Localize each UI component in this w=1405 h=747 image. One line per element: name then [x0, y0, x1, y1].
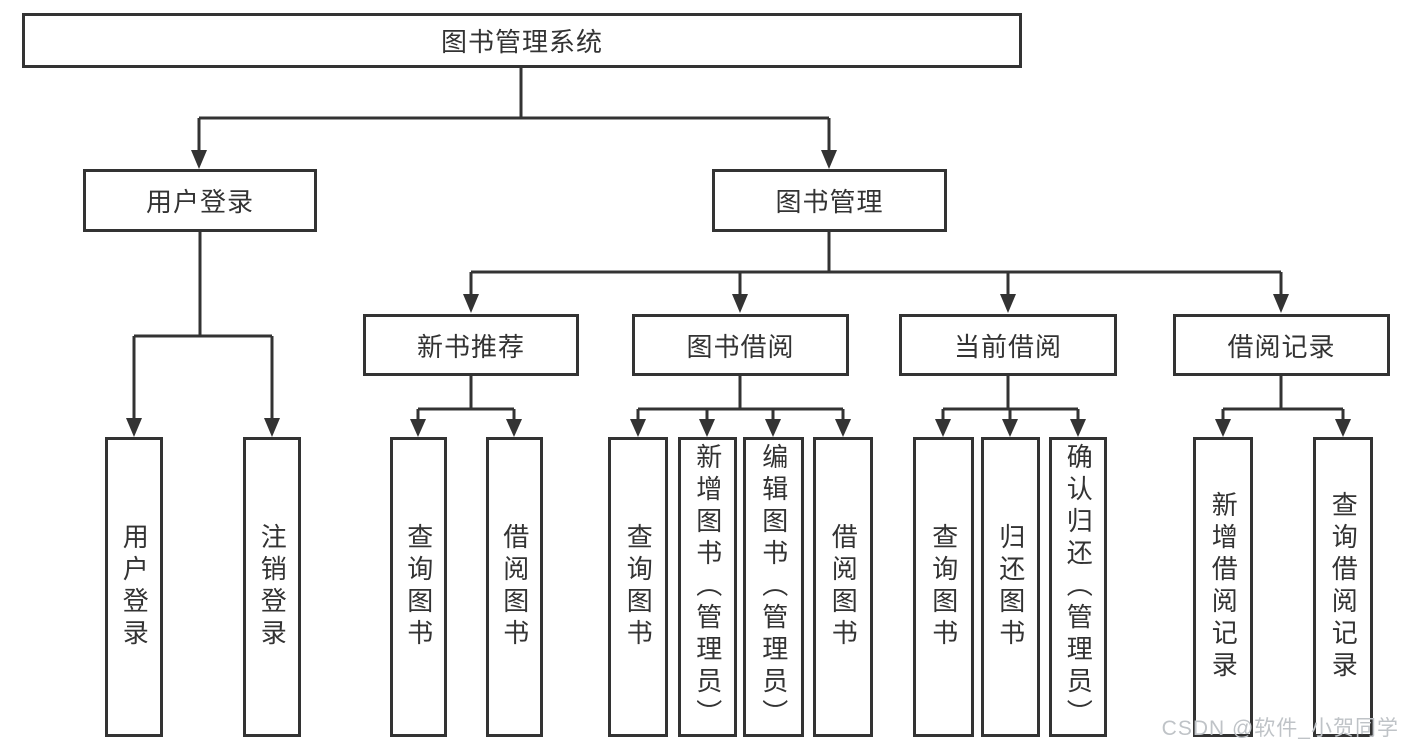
- node-new-book-rec: 新书推荐: [363, 314, 579, 376]
- connector-current-borrow-branch: [935, 376, 1086, 437]
- node-bb-borrow-books: 借阅图书: [813, 437, 873, 737]
- node-br-query-record: 查询借阅记录: [1313, 437, 1373, 737]
- connector-book-borrow-branch: [630, 376, 851, 437]
- node-user-login: 用户登录: [83, 169, 317, 232]
- node-book-mgmt: 图书管理: [712, 169, 947, 232]
- node-cb-confirm-return-admin: 确认归还（管理员）: [1049, 437, 1107, 737]
- csdn-watermark: CSDN @软件_小贺同学: [1161, 717, 1399, 740]
- node-nbr-borrow-books: 借阅图书: [486, 437, 543, 737]
- node-nbr-query-books: 查询图书: [390, 437, 447, 737]
- node-br-add-record: 新增借阅记录: [1193, 437, 1253, 737]
- node-bb-query-books: 查询图书: [608, 437, 668, 737]
- connector-user-login-branch: [126, 232, 280, 437]
- node-leaf-user-login: 用户登录: [105, 437, 163, 737]
- node-bb-edit-books-admin: 编辑图书（管理员）: [743, 437, 804, 737]
- connector-root-branch: [191, 68, 837, 169]
- node-borrow-records: 借阅记录: [1173, 314, 1390, 376]
- node-cb-return-books: 归还图书: [981, 437, 1040, 737]
- connector-borrow-records-branch: [1215, 376, 1351, 437]
- node-root: 图书管理系统: [22, 13, 1022, 68]
- node-bb-add-books-admin: 新增图书（管理员）: [678, 437, 737, 737]
- connector-book-mgmt-branch: [463, 232, 1289, 313]
- node-leaf-logout: 注销登录: [243, 437, 301, 737]
- node-current-borrow: 当前借阅: [899, 314, 1117, 376]
- node-cb-query-books: 查询图书: [913, 437, 974, 737]
- node-book-borrow: 图书借阅: [632, 314, 849, 376]
- connector-new-book-rec-branch: [410, 376, 522, 437]
